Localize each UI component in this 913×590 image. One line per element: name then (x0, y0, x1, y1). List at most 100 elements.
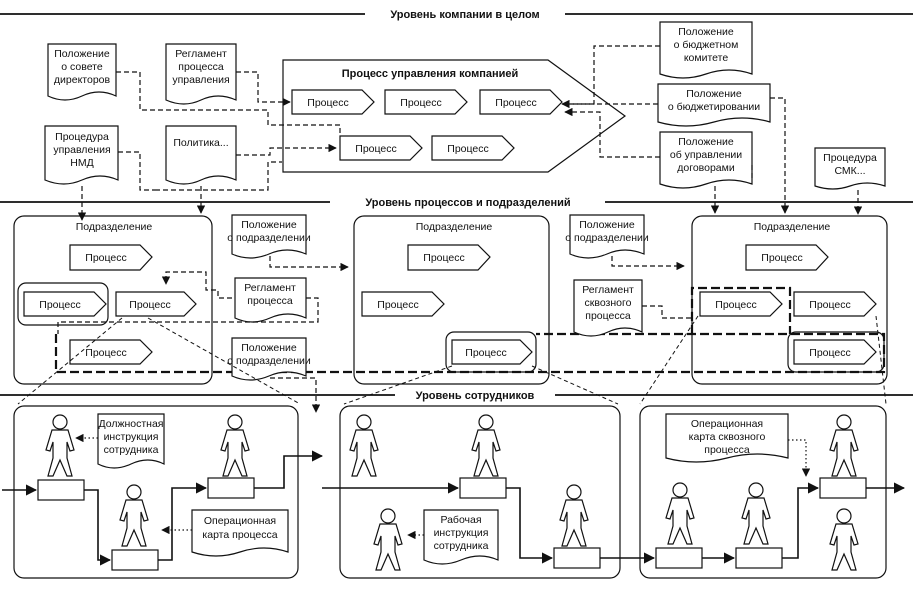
level-company-title: Уровень компании в целом (390, 9, 539, 21)
svg-text:управления: управления (172, 74, 229, 86)
activity-6 (655, 547, 703, 569)
svg-text:Операционная: Операционная (691, 418, 763, 430)
svg-text:о совете: о совете (61, 61, 103, 73)
person-9 (741, 482, 771, 545)
svg-text:Должностная: Должностная (98, 418, 163, 430)
svg-text:Рабочая: Рабочая (440, 514, 481, 526)
svg-text:Положение: Положение (678, 136, 734, 148)
svg-text:карта процесса: карта процесса (202, 529, 277, 541)
svg-text:Процесс: Процесс (39, 299, 80, 311)
person-5 (471, 414, 501, 477)
doc-operational-map: Операционная карта процесса (191, 509, 289, 557)
dept1-process-2: Процесс (23, 291, 107, 317)
dept2-process-3: Процесс (451, 339, 533, 365)
svg-text:Положение: Положение (686, 88, 742, 100)
svg-text:Процесс: Процесс (423, 252, 464, 264)
svg-text:процесса: процесса (585, 310, 631, 322)
level-processes-title: Уровень процессов и подразделений (365, 197, 570, 209)
flow-group-2 (322, 477, 656, 569)
svg-text:Положение: Положение (241, 219, 297, 231)
svg-text:Процесс: Процесс (809, 347, 850, 359)
svg-text:Положение: Положение (241, 342, 297, 354)
doc-policy: Политика... (165, 125, 237, 185)
svg-text:Процесс: Процесс (355, 143, 396, 155)
doc-e2e-reglament: Регламент сквозного процесса (573, 279, 643, 337)
level-employees-separator: Уровень сотрудников (0, 390, 913, 402)
svg-text:сотрудника: сотрудника (434, 540, 489, 552)
svg-text:СМК...: СМК... (834, 165, 865, 177)
level-employees-title: Уровень сотрудников (416, 390, 535, 402)
svg-text:Процедура: Процедура (823, 152, 877, 164)
svg-text:Положение: Положение (54, 48, 110, 60)
dept1-process-group (17, 282, 109, 326)
activity-1 (37, 479, 85, 501)
svg-text:о бюджетировании: о бюджетировании (668, 101, 760, 113)
svg-text:сквозного: сквозного (585, 297, 632, 309)
dept3-process-1: Процесс (745, 244, 829, 271)
svg-text:инструкция: инструкция (434, 527, 489, 539)
company-process-1: Процесс (291, 89, 375, 115)
svg-text:Процесс: Процесс (85, 347, 126, 359)
dept2-process-1: Процесс (407, 244, 491, 271)
level-processes-separator: Уровень процессов и подразделений (0, 197, 913, 209)
svg-text:о подразделении: о подразделении (227, 355, 311, 367)
doc-process-reglament: Регламент процесса (234, 277, 307, 323)
activity-5 (553, 547, 601, 569)
company-process-3: Процесс (479, 89, 563, 115)
activity-7 (735, 547, 783, 569)
svg-text:об управлении: об управлении (670, 149, 742, 161)
person-10 (829, 414, 859, 477)
doc-smk-procedure: Процедура СМК... (814, 147, 886, 190)
company-process-2: Процесс (384, 89, 468, 115)
svg-text:Подразделение: Подразделение (76, 221, 153, 233)
svg-text:сотрудника: сотрудника (104, 444, 159, 456)
svg-text:комитете: комитете (684, 52, 729, 64)
level-company-separator: Уровень компании в целом (0, 9, 913, 21)
svg-text:Процедура: Процедура (55, 131, 109, 143)
flow-group-1 (2, 450, 324, 571)
zoom-lines (17, 315, 887, 405)
doc-nmd-procedure: Процедура управления НМД (44, 125, 119, 185)
doc-person-links (75, 433, 811, 540)
dept1-process-1: Процесс (69, 244, 153, 271)
svg-text:инструкция: инструкция (104, 431, 159, 443)
person-1 (45, 414, 75, 477)
company-process-title: Процесс управления компанией (342, 68, 519, 80)
dept3-process-3: Процесс (793, 291, 877, 317)
svg-text:карта сквозного: карта сквозного (689, 431, 766, 443)
person-3 (119, 484, 149, 547)
doc-work-instruction: Рабочая инструкция сотрудника (423, 509, 499, 565)
svg-text:о подразделении: о подразделении (565, 232, 649, 244)
svg-text:Процесс: Процесс (715, 299, 756, 311)
svg-text:директоров: директоров (54, 74, 111, 86)
doc-job-description: Должностная инструкция сотрудника (97, 413, 165, 469)
company-connectors (77, 45, 863, 221)
svg-text:Процесс: Процесс (377, 299, 418, 311)
svg-text:Регламент: Регламент (582, 284, 634, 296)
svg-text:Процесс: Процесс (761, 252, 802, 264)
doc-contracts: Положение об управлении договорами (659, 131, 753, 189)
person-2 (220, 414, 250, 477)
person-4 (349, 414, 379, 477)
activity-2 (111, 549, 159, 571)
svg-text:Подразделение: Подразделение (754, 221, 831, 233)
company-process-shape: Процесс управления компанией (282, 59, 627, 173)
person-11 (829, 508, 859, 571)
svg-text:Процесс: Процесс (400, 97, 441, 109)
department-1: Подразделение (13, 215, 213, 385)
dept1-process-3: Процесс (115, 291, 197, 317)
svg-text:Процесс: Процесс (447, 143, 488, 155)
dept1-process-4: Процесс (69, 339, 153, 365)
doc-e2e-operational-map: Операционная карта сквозного процесса (665, 413, 789, 463)
people (45, 414, 859, 571)
person-7 (559, 484, 589, 547)
svg-text:Подразделение: Подразделение (416, 221, 493, 233)
person-8 (665, 482, 695, 545)
activity-4 (459, 477, 507, 499)
doc-dept-regulation-3: Положение о подразделении (565, 214, 649, 259)
svg-text:договорами: договорами (677, 162, 735, 174)
employee-group-3 (639, 405, 887, 579)
employee-group-2 (339, 405, 621, 579)
doc-budgeting: Положение о бюджетировании (657, 83, 771, 127)
